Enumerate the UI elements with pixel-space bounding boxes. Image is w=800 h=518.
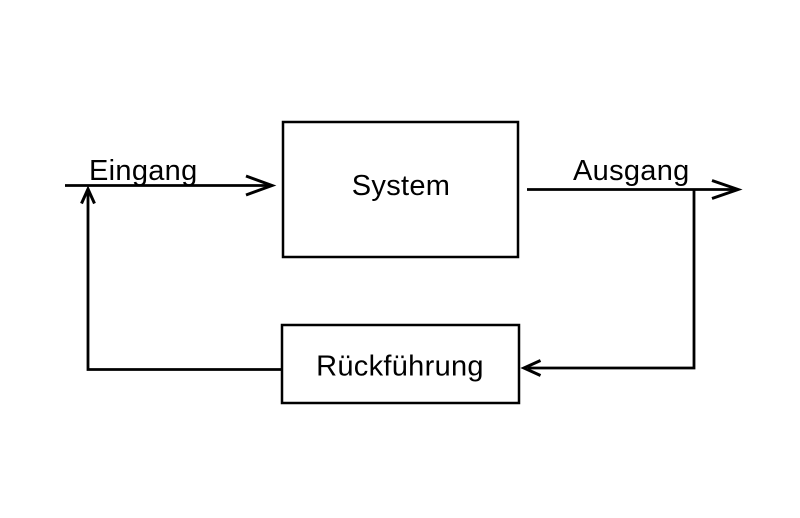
feedback-box (280, 323, 521, 405)
feedback-left-arrowhead-icon (520, 359, 542, 377)
output-arrowhead-icon (711, 179, 743, 200)
feedback-to-input-line (86, 193, 282, 371)
feedback-return-line (528, 189, 696, 370)
input-arrowhead-icon (245, 174, 277, 197)
output-edge-label: Ausgang (573, 155, 690, 187)
system-label: System (352, 170, 451, 202)
up-arrowhead-icon (80, 185, 96, 205)
system-box (281, 120, 520, 259)
feedback-label: Rückführung (316, 351, 484, 383)
input-edge-label: Eingang (89, 155, 198, 187)
